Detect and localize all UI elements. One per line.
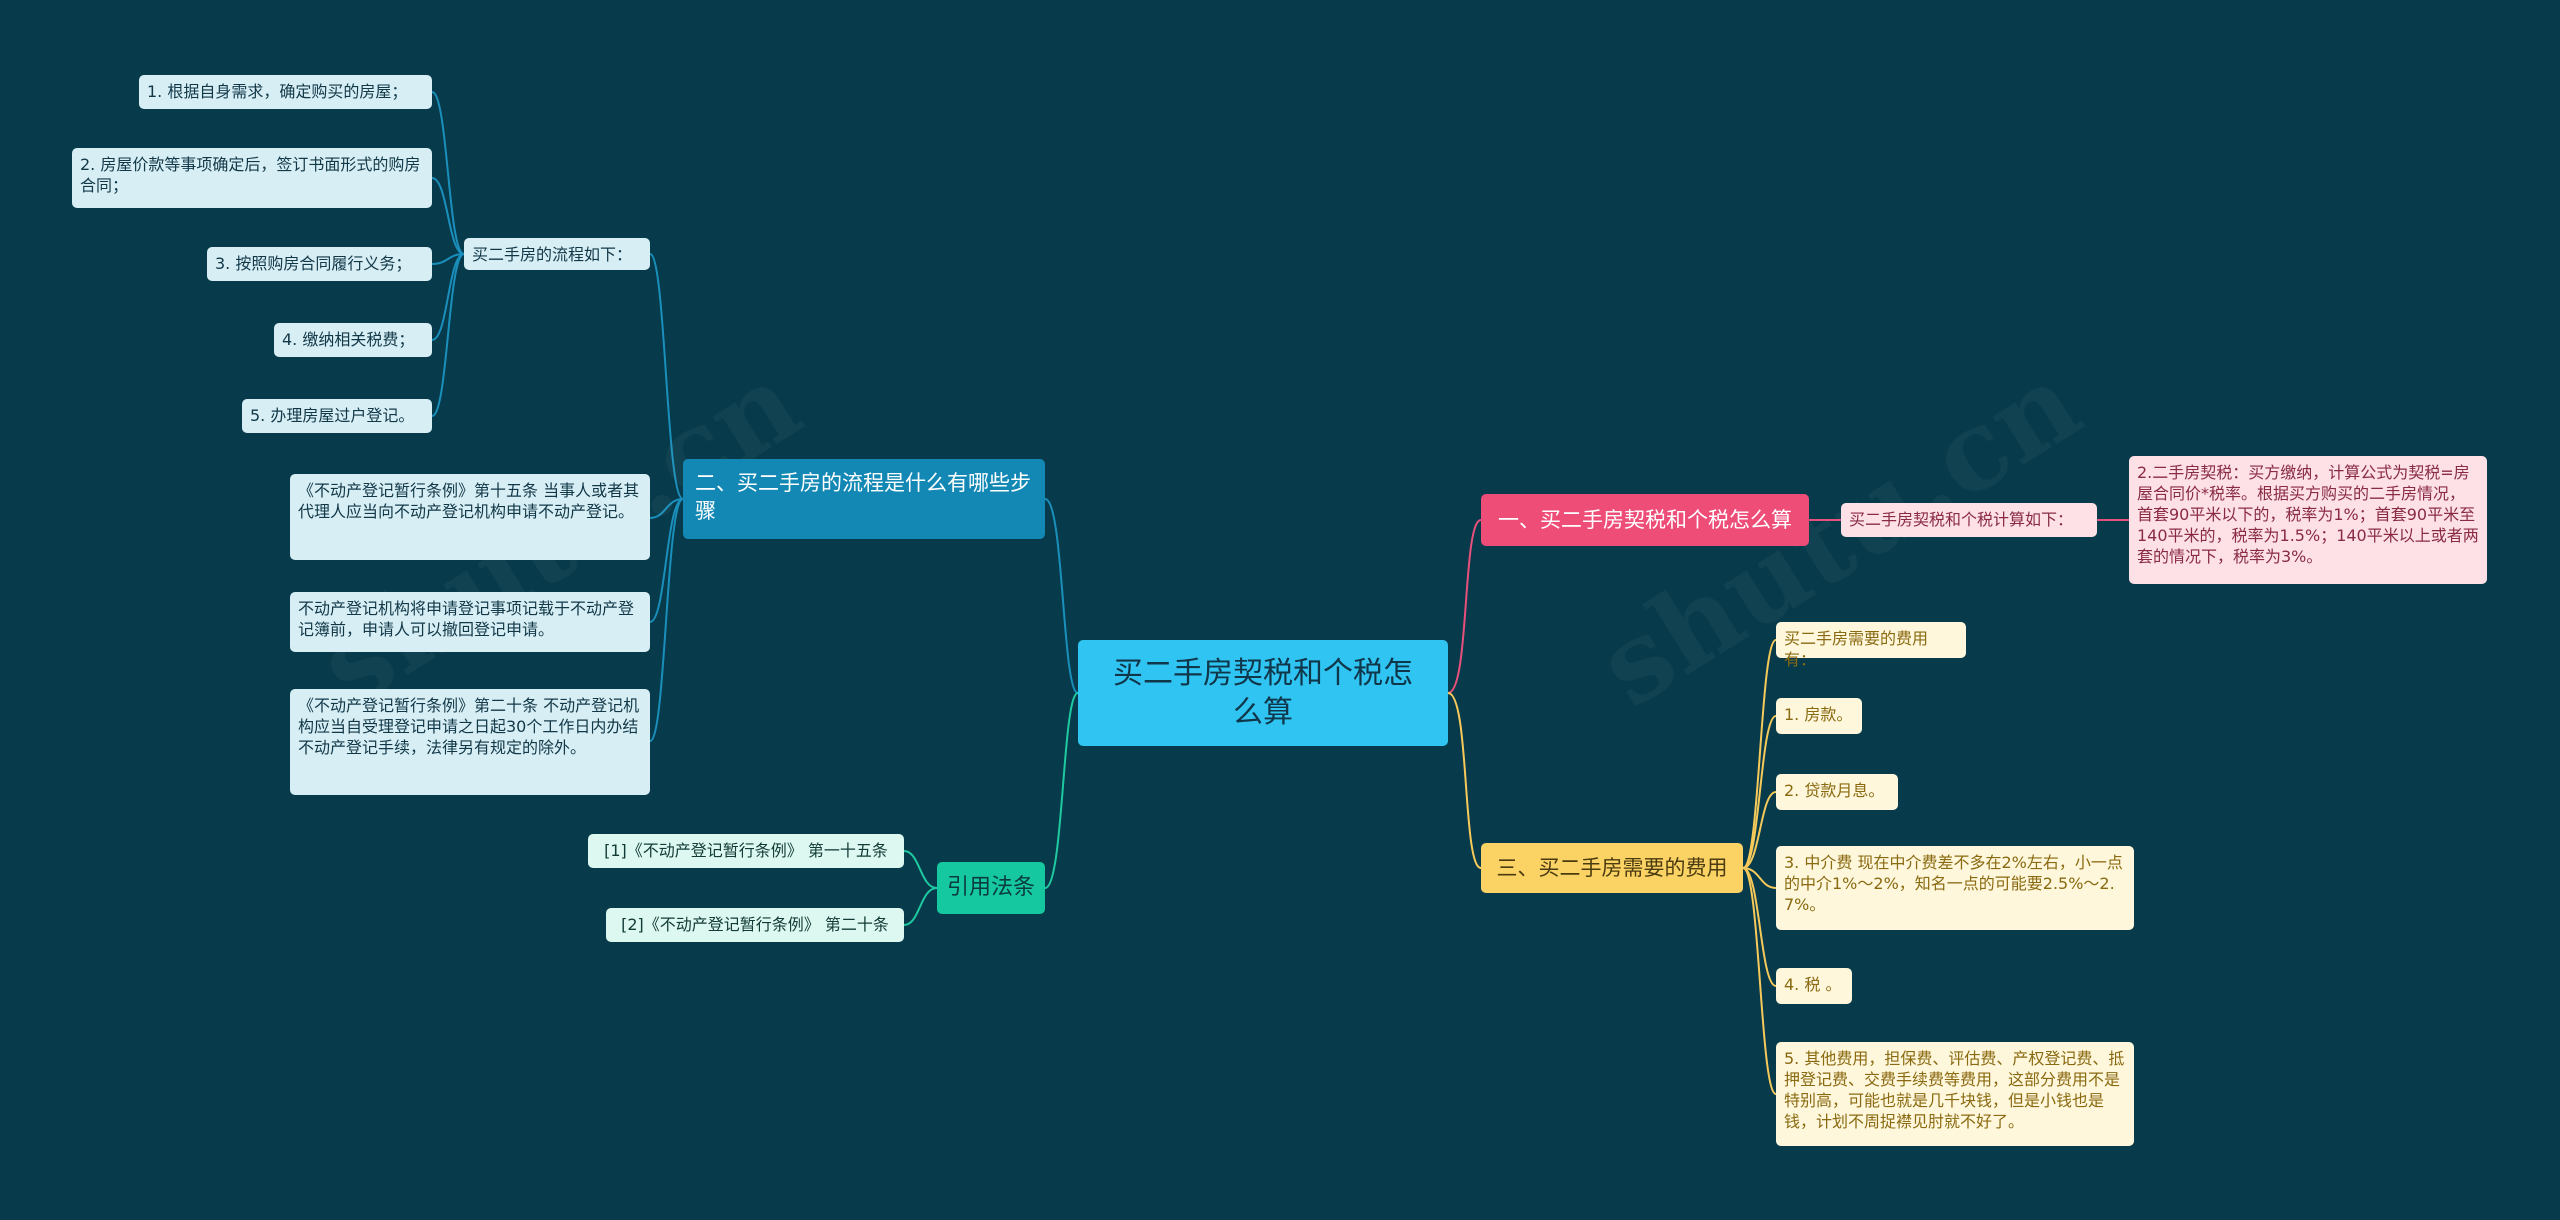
fee-item-3[interactable]: 3. 中介费 现在中介费差不多在2%左右，小一点的中介1%～2%，知名一点的可能… [1776, 846, 2134, 930]
link-central-pink [1447, 519, 1482, 694]
note-text: 《不动产登记暂行条例》第二十条 不动产登记机构应当自受理登记申请之日起30个工作… [298, 696, 640, 757]
cited-law-1[interactable]: [1]《不动产登记暂行条例》 第一十五条 [588, 834, 904, 868]
fee-text: 买二手房需要的费用有： [1784, 629, 1929, 669]
links-blue-branch [649, 253, 684, 742]
tax-calc-sub-text: 买二手房契税和个税计算如下： [1849, 510, 2074, 529]
link-central-yellow [1447, 692, 1482, 869]
step-text: 2. 房屋价款等事项确定后，签订书面形式的购房合同； [80, 155, 421, 195]
process-step-5[interactable]: 5. 办理房屋过户登记。 [242, 399, 432, 433]
process-note-1[interactable]: 《不动产登记暂行条例》第十五条 当事人或者其代理人应当向不动产登记机构申请不动产… [290, 474, 650, 560]
process-note-3[interactable]: 《不动产登记暂行条例》第二十条 不动产登记机构应当自受理登记申请之日起30个工作… [290, 689, 650, 795]
fees-intro[interactable]: 买二手房需要的费用有： [1776, 622, 1966, 669]
branch-process-steps-title: 二、买二手房的流程是什么有哪些步骤 [695, 471, 1031, 523]
process-step-2[interactable]: 2. 房屋价款等事项确定后，签订书面形式的购房合同； [72, 148, 432, 208]
fee-text: 2. 贷款月息。 [1784, 781, 1885, 800]
link-central-green [1044, 692, 1079, 889]
fee-item-2[interactable]: 2. 贷款月息。 [1776, 774, 1898, 810]
fee-text: 4. 税 。 [1784, 975, 1842, 994]
step-text: 1. 根据自身需求，确定购买的房屋； [147, 82, 408, 101]
branch-tax-calculation[interactable]: 一、买二手房契税和个税怎么算 [1481, 494, 1809, 546]
process-note-2[interactable]: 不动产登记机构将申请登记事项记载于不动产登记簿前，申请人可以撤回登记申请。 [290, 592, 650, 652]
branch-required-fees[interactable]: 三、买二手房需要的费用 [1481, 843, 1743, 893]
branch-tax-calculation-title: 一、买二手房契税和个税怎么算 [1498, 508, 1792, 532]
law-text: [1]《不动产登记暂行条例》 第一十五条 [604, 841, 888, 860]
links-blue-steps [431, 91, 465, 417]
process-step-4[interactable]: 4. 缴纳相关税费； [274, 323, 432, 357]
link-central-blue [1044, 498, 1079, 694]
note-text: 《不动产登记暂行条例》第十五条 当事人或者其代理人应当向不动产登记机构申请不动产… [298, 481, 640, 521]
central-topic[interactable]: 买二手房契税和个税怎么算 [1078, 640, 1448, 746]
deed-tax-detail[interactable]: 2.二手房契税：买方缴纳，计算公式为契税=房屋合同价*税率。根据买方购买的二手房… [2129, 456, 2487, 584]
process-sub-node[interactable]: 买二手房的流程如下： [464, 238, 650, 270]
cited-law-2[interactable]: [2]《不动产登记暂行条例》 第二十条 [606, 908, 904, 942]
step-text: 5. 办理房屋过户登记。 [250, 406, 415, 425]
central-topic-text: 买二手房契税和个税怎么算 [1113, 656, 1413, 730]
branch-cited-laws-title: 引用法条 [946, 875, 1035, 900]
branch-cited-laws[interactable]: 引用法条 [937, 862, 1045, 914]
fee-item-5[interactable]: 5. 其他费用，担保费、评估费、产权登记费、抵押登记费、交费手续费等费用，这部分… [1776, 1042, 2134, 1146]
process-step-1[interactable]: 1. 根据自身需求，确定购买的房屋； [139, 75, 432, 109]
fee-text: 1. 房款。 [1784, 705, 1853, 724]
process-sub-text: 买二手房的流程如下： [472, 245, 633, 264]
links-yellow-items [1742, 639, 1777, 1095]
tax-calc-sub-node[interactable]: 买二手房契税和个税计算如下： [1841, 503, 2097, 537]
fee-text: 3. 中介费 现在中介费差不多在2%左右，小一点的中介1%～2%，知名一点的可能… [1784, 853, 2123, 914]
fee-item-1[interactable]: 1. 房款。 [1776, 698, 1862, 734]
branch-process-steps[interactable]: 二、买二手房的流程是什么有哪些步骤 [683, 459, 1045, 539]
fee-text: 5. 其他费用，担保费、评估费、产权登记费、抵押登记费、交费手续费等费用，这部分… [1784, 1049, 2125, 1131]
note-text: 不动产登记机构将申请登记事项记载于不动产登记簿前，申请人可以撤回登记申请。 [298, 599, 635, 639]
step-text: 4. 缴纳相关税费； [282, 330, 415, 349]
law-text: [2]《不动产登记暂行条例》 第二十条 [621, 915, 889, 934]
links-green-branch [903, 850, 938, 926]
process-step-3[interactable]: 3. 按照购房合同履行义务； [207, 247, 432, 281]
deed-tax-detail-text: 2.二手房契税：买方缴纳，计算公式为契税=房屋合同价*税率。根据买方购买的二手房… [2137, 463, 2479, 566]
branch-required-fees-title: 三、买二手房需要的费用 [1496, 856, 1728, 880]
fee-item-4[interactable]: 4. 税 。 [1776, 968, 1852, 1004]
step-text: 3. 按照购房合同履行义务； [215, 254, 412, 273]
